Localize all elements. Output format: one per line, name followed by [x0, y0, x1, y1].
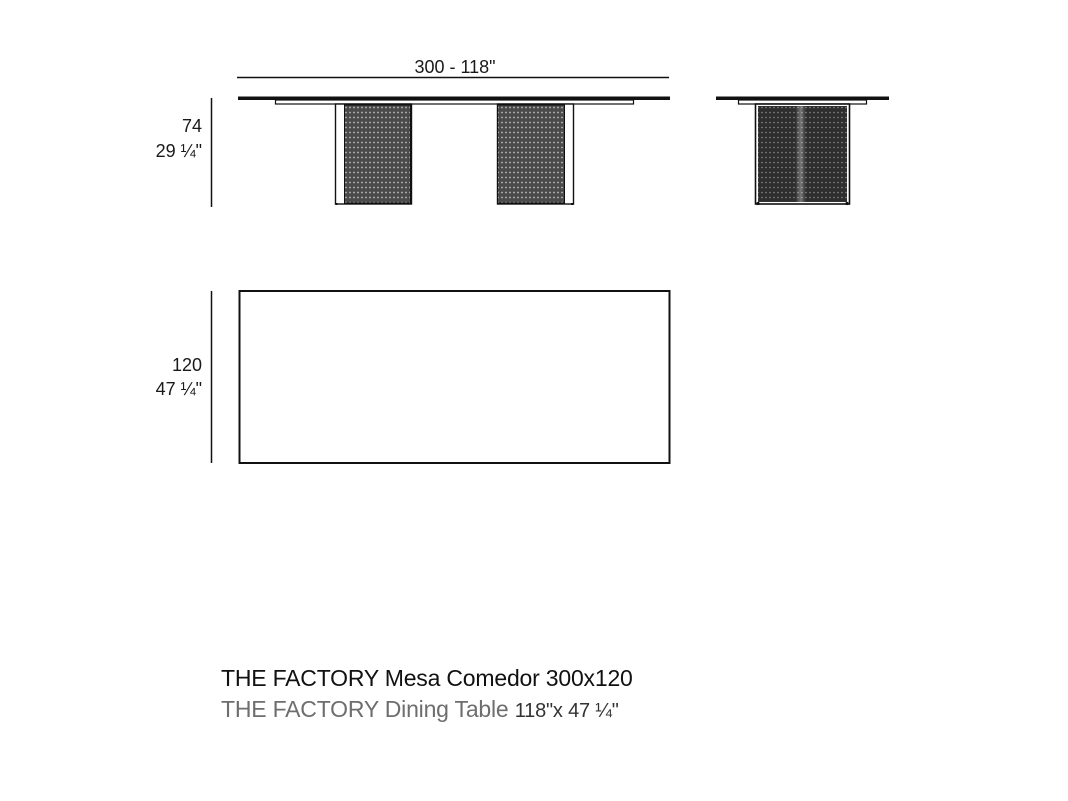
table-top-outline — [238, 290, 671, 464]
right-leg — [496, 103, 575, 205]
front-view — [210, 76, 670, 207]
side-view — [716, 96, 889, 206]
caption-english-dimensions: 118"x 47 ¼" — [514, 700, 619, 722]
width-dimension-label: 300 - 118" — [414, 57, 496, 77]
table-top — [238, 96, 670, 100]
caption-title-english: THE FACTORY Dining Table 118"x 47 ¼" — [221, 696, 619, 723]
height-dimension-imperial: 29 ¼" — [155, 141, 202, 161]
plan-view — [210, 290, 671, 464]
left-leg — [334, 103, 413, 205]
height-dimension-metric: 74 — [181, 116, 202, 136]
caption-english-name: THE FACTORY Dining Table — [221, 696, 509, 722]
depth-dimension-metric: 120 — [171, 355, 202, 375]
apron — [274, 99, 635, 105]
depth-dimension-imperial: 47 ¼" — [155, 379, 202, 399]
caption-title-spanish: THE FACTORY Mesa Comedor 300x120 — [221, 665, 633, 691]
